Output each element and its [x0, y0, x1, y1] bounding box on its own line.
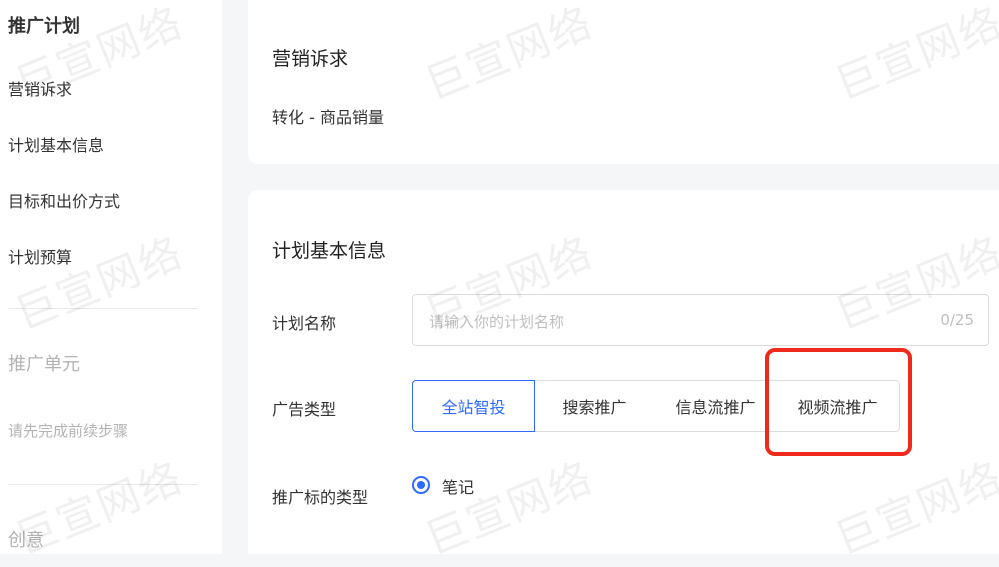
sidebar-unit-hint: 请先完成前续步骤 [8, 422, 129, 440]
basic-info-title: 计划基本信息 [272, 240, 387, 262]
ad-type-label: 广告类型 [272, 400, 337, 419]
ad-type-option-all-site[interactable]: 全站智投 [412, 380, 535, 432]
sidebar-item-basic-info[interactable]: 计划基本信息 [8, 136, 105, 155]
sidebar: 推广计划 营销诉求 计划基本信息 目标和出价方式 计划预算 推广单元 请先完成前… [0, 0, 222, 554]
ad-type-option-search[interactable]: 搜索推广 [534, 380, 656, 432]
sidebar-divider [8, 484, 198, 485]
ad-type-option-video-feed[interactable]: 视频流推广 [776, 380, 900, 432]
plan-name-counter: 0/25 [940, 311, 974, 329]
marketing-title: 营销诉求 [272, 48, 349, 70]
basic-info-card: 计划基本信息 计划名称 请输入你的计划名称 0/25 广告类型 全站智投 搜索推… [248, 190, 999, 554]
note-radio-label[interactable]: 笔记 [442, 478, 475, 497]
plan-name-label: 计划名称 [272, 314, 337, 333]
plan-name-placeholder: 请输入你的计划名称 [429, 313, 565, 331]
note-radio-icon[interactable] [412, 476, 430, 494]
sidebar-item-marketing[interactable]: 营销诉求 [8, 80, 73, 99]
ad-type-option-feed[interactable]: 信息流推广 [655, 380, 777, 432]
sidebar-item-bidding[interactable]: 目标和出价方式 [8, 192, 121, 211]
sidebar-divider [8, 308, 198, 309]
marketing-value: 转化 - 商品销量 [272, 108, 384, 127]
sidebar-header-plan: 推广计划 [8, 16, 80, 37]
marketing-card: 营销诉求 转化 - 商品销量 [248, 0, 999, 164]
sidebar-item-budget[interactable]: 计划预算 [8, 248, 73, 267]
sidebar-header-unit: 推广单元 [8, 354, 80, 375]
sidebar-header-creative: 创意 [8, 530, 44, 551]
target-type-label: 推广标的类型 [272, 488, 369, 507]
plan-name-input[interactable]: 请输入你的计划名称 0/25 [412, 294, 989, 346]
